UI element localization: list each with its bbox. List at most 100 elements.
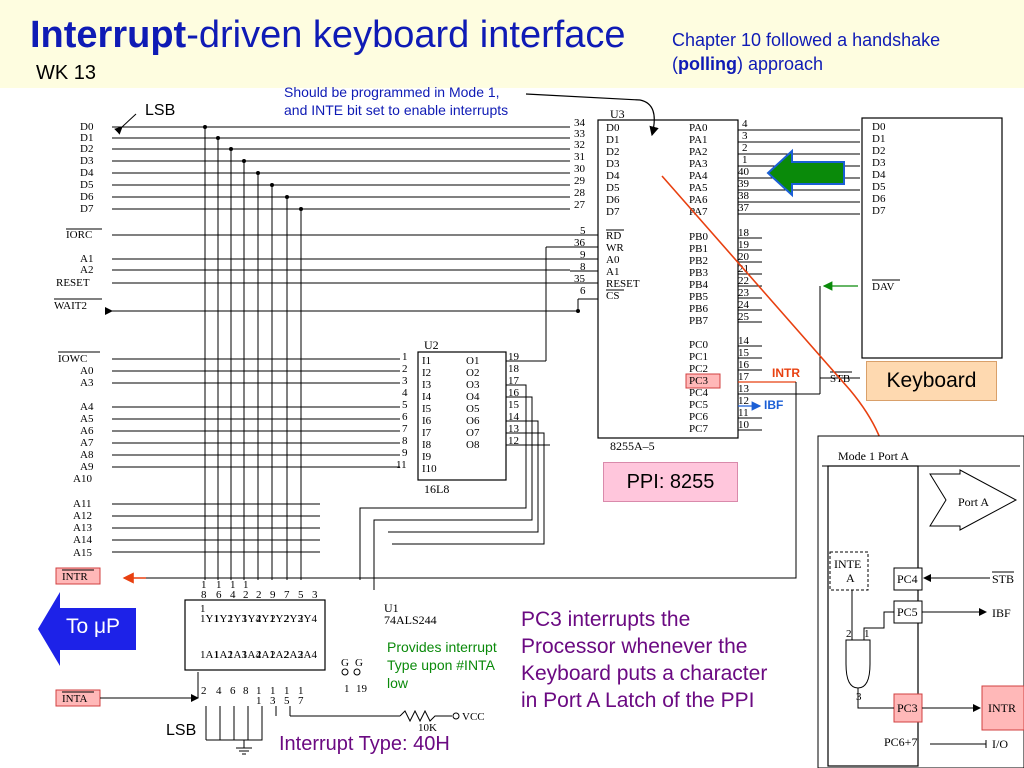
- sig-a8: A8: [80, 449, 94, 461]
- to-microprocessor-arrow: [38, 592, 136, 666]
- svg-text:O7: O7: [466, 427, 480, 439]
- svg-text:O6: O6: [466, 415, 480, 427]
- svg-text:4: 4: [216, 685, 222, 697]
- svg-text:D6: D6: [606, 194, 620, 206]
- week-label: WK 13: [36, 62, 97, 84]
- svg-text:1: 1: [216, 579, 222, 591]
- sig-a3: A3: [80, 377, 94, 389]
- svg-text:15: 15: [738, 347, 750, 359]
- svg-text:1: 1: [270, 685, 276, 697]
- keyboard-label-box: Keyboard: [866, 361, 997, 401]
- svg-text:PC4: PC4: [689, 387, 708, 399]
- svg-text:D0: D0: [606, 122, 620, 134]
- svg-text:38: 38: [738, 190, 750, 202]
- svg-text:1: 1: [256, 685, 262, 697]
- svg-text:I10: I10: [422, 463, 437, 475]
- svg-text:A1: A1: [606, 266, 619, 278]
- chip-u2: U2 16L8 I1 I2 I3 I4 I5 I6 I7 I8 I9 I10 1…: [396, 338, 520, 496]
- svg-text:30: 30: [574, 163, 586, 175]
- svg-text:I7: I7: [422, 427, 432, 439]
- svg-text:3: 3: [856, 691, 862, 703]
- sig-iorc: IORC: [66, 229, 92, 241]
- sig-iowc: IOWC: [58, 353, 87, 365]
- svg-text:INTA: INTA: [62, 693, 87, 705]
- svg-text:16: 16: [738, 359, 750, 371]
- svg-text:34: 34: [574, 117, 586, 129]
- svg-text:D3: D3: [606, 158, 620, 170]
- svg-text:1A4: 1A4: [242, 649, 261, 661]
- provides-line3: low: [387, 675, 409, 691]
- svg-text:8: 8: [243, 685, 249, 697]
- svg-text:25: 25: [738, 311, 750, 323]
- svg-text:PC6+7: PC6+7: [884, 735, 917, 749]
- svg-text:PB7: PB7: [689, 315, 708, 327]
- svg-text:2: 2: [256, 589, 262, 601]
- svg-text:8: 8: [201, 589, 207, 601]
- svg-text:A: A: [846, 571, 855, 585]
- svg-text:D2: D2: [872, 145, 885, 157]
- svg-text:D5: D5: [872, 181, 886, 193]
- svg-text:D4: D4: [872, 169, 886, 181]
- sig-d2: D2: [80, 143, 93, 155]
- svg-text:PB5: PB5: [689, 291, 708, 303]
- svg-text:18: 18: [508, 363, 520, 375]
- u3-ctrl-bars: [516, 229, 624, 362]
- svg-text:D1: D1: [606, 134, 619, 146]
- svg-text:O5: O5: [466, 403, 480, 415]
- svg-text:17: 17: [508, 375, 520, 387]
- svg-text:PC5: PC5: [689, 399, 708, 411]
- svg-text:1Y4: 1Y4: [242, 613, 261, 625]
- title-rest: -driven keyboard interface: [186, 14, 626, 56]
- svg-text:PA5: PA5: [689, 182, 708, 194]
- svg-text:1: 1: [344, 683, 350, 695]
- svg-text:1: 1: [230, 579, 236, 591]
- lsb-top-label: LSB: [145, 102, 176, 119]
- u1-bottom-nums: 2 4 6 8 1 1 1 1 1 3 5 7: [201, 685, 304, 707]
- sig-a4: A4: [80, 401, 94, 413]
- svg-text:1: 1: [200, 603, 206, 615]
- svg-text:I1: I1: [422, 355, 431, 367]
- svg-text:D6: D6: [872, 193, 886, 205]
- svg-text:1Y2: 1Y2: [214, 613, 233, 625]
- svg-text:1: 1: [298, 685, 304, 697]
- polling-word: polling: [678, 54, 737, 74]
- svg-text:INTE: INTE: [834, 557, 861, 571]
- svg-text:17: 17: [738, 371, 750, 383]
- sig-a12: A12: [73, 510, 92, 522]
- svg-text:22: 22: [738, 275, 749, 287]
- svg-text:7: 7: [284, 589, 290, 601]
- svg-text:PC6: PC6: [689, 411, 708, 423]
- svg-text:74ALS244: 74ALS244: [384, 613, 437, 627]
- resistor-label: 10K: [418, 722, 437, 734]
- u1-top-nums: 1 1 1 1 2 9 7 5 3 8 6 4 2: [201, 579, 318, 601]
- svg-text:12: 12: [738, 395, 749, 407]
- sig-a14: A14: [73, 534, 92, 546]
- u3-name: U3: [610, 107, 625, 121]
- sig-a15: A15: [73, 547, 92, 559]
- svg-text:PC1: PC1: [689, 351, 708, 363]
- left-bus-labels: D0 D1 D2 D3 D4 D5 D6 D7 IORC A1 A2 RESET…: [54, 121, 94, 559]
- svg-text:12: 12: [508, 435, 519, 447]
- svg-text:11: 11: [396, 459, 407, 471]
- svg-text:STB: STB: [992, 572, 1014, 586]
- svg-text:PA0: PA0: [689, 122, 708, 134]
- svg-text:1A2: 1A2: [214, 649, 233, 661]
- svg-text:24: 24: [738, 299, 750, 311]
- svg-text:14: 14: [738, 335, 750, 347]
- svg-text:Port A: Port A: [958, 495, 989, 509]
- pc3-interrupt-note: PC3 interrupts the Processor whenever th…: [521, 606, 767, 714]
- svg-text:28: 28: [574, 187, 586, 199]
- slide-title: Interrupt-driven keyboard interface: [30, 14, 626, 57]
- svg-text:3: 3: [742, 130, 748, 142]
- svg-text:PB1: PB1: [689, 243, 708, 255]
- sig-a13: A13: [73, 522, 92, 534]
- svg-text:PC2: PC2: [689, 363, 708, 375]
- inta-box: INTA: [55, 689, 101, 707]
- svg-text:DAV: DAV: [872, 281, 894, 293]
- u2-out-wires: [359, 360, 550, 590]
- svg-text:I5: I5: [422, 403, 432, 415]
- svg-text:2: 2: [201, 685, 207, 697]
- svg-text:16: 16: [508, 387, 520, 399]
- svg-text:PB0: PB0: [689, 231, 708, 243]
- svg-text:13: 13: [738, 383, 750, 395]
